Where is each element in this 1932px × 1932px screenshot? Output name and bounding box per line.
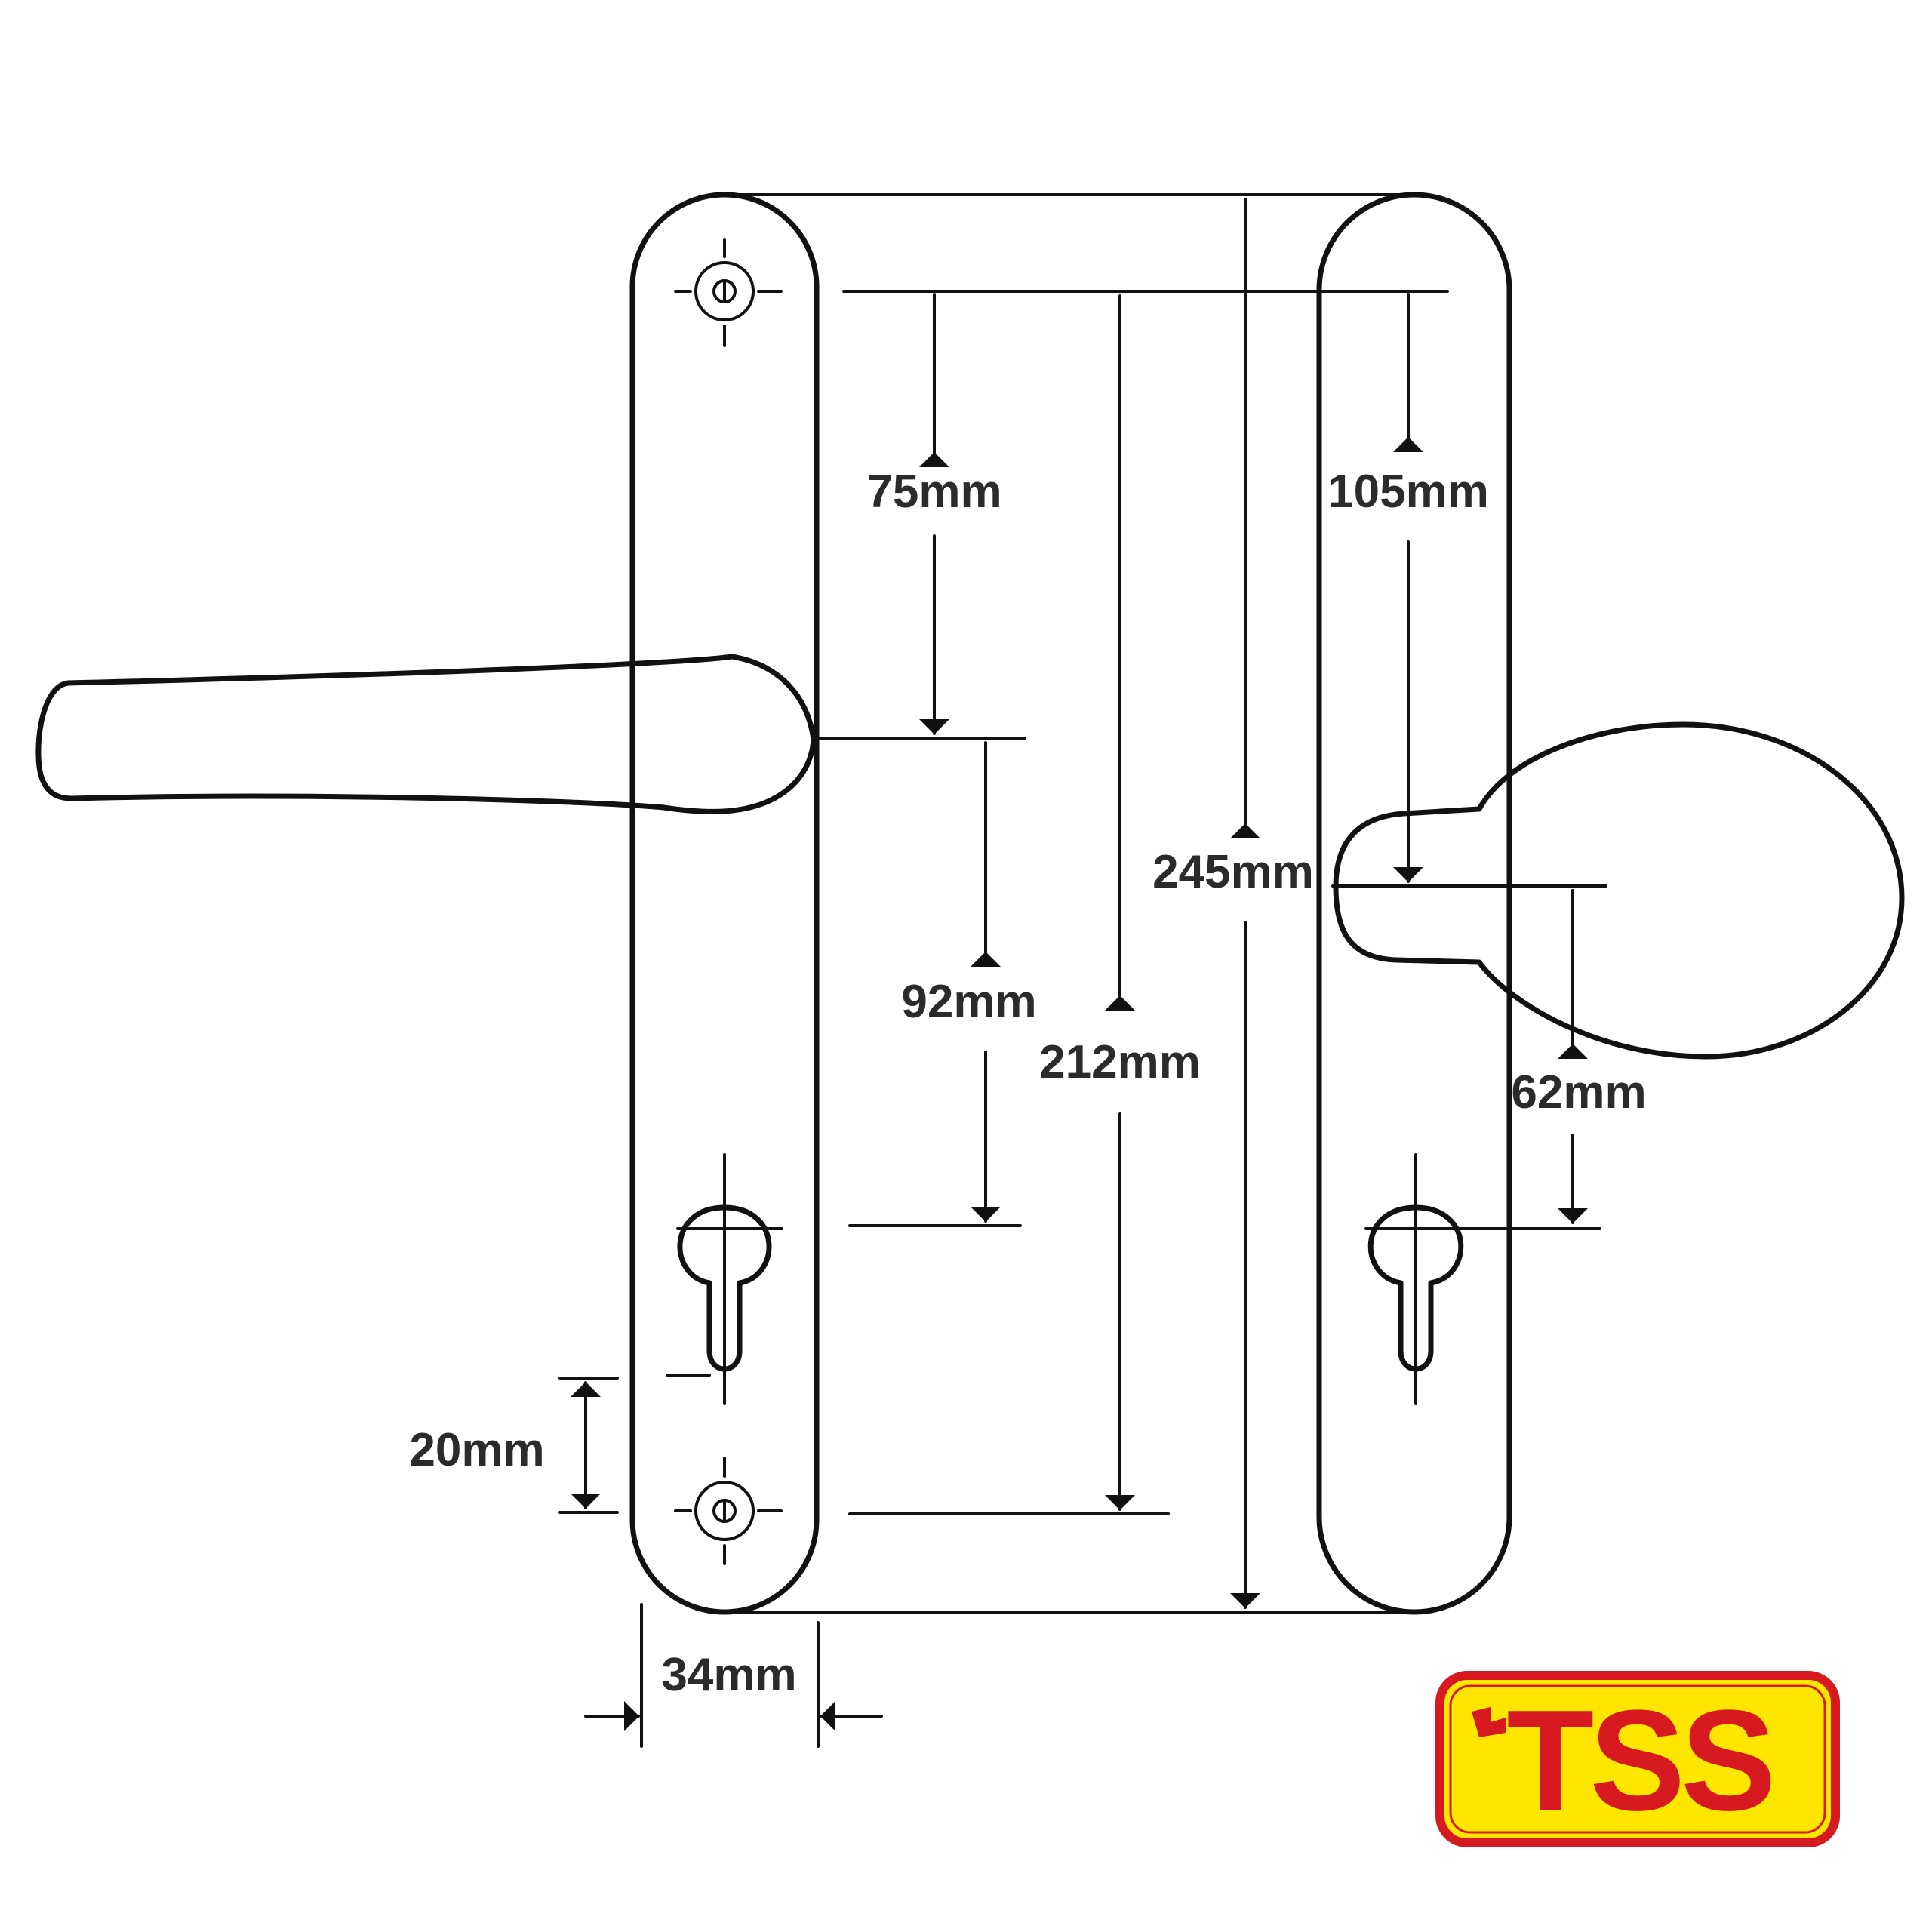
tss-logo-badge: [1435, 1671, 1840, 1847]
dimension-34mm: 34mm: [584, 1649, 883, 1731]
dimension-245mm: 245mm: [1152, 198, 1314, 1609]
dimension-92mm: 92mm: [901, 741, 1037, 1223]
dimension-62mm: 62mm: [1511, 889, 1647, 1224]
dimension-105mm: 105mm: [1327, 293, 1489, 883]
label-92mm: 92mm: [901, 976, 1036, 1028]
bottom-screw-left: [674, 1457, 783, 1565]
pull-knob-handle: [1333, 721, 1905, 1060]
dimension-75mm: 75mm: [866, 293, 1002, 735]
tss-logo-inner-border: [1449, 1684, 1826, 1834]
label-245mm: 245mm: [1152, 846, 1314, 898]
dimension-20mm: 20mm: [409, 1381, 601, 1509]
keyhole-left: [666, 1153, 783, 1405]
label-62mm: 62mm: [1511, 1066, 1646, 1118]
label-20mm: 20mm: [409, 1424, 544, 1476]
tss-logo-text: TSS: [1506, 1681, 1772, 1841]
keyhole-right: [1364, 1153, 1601, 1405]
label-34mm: 34mm: [661, 1649, 796, 1701]
lever-handle: [35, 654, 817, 814]
label-212mm: 212mm: [1039, 1036, 1201, 1088]
label-75mm: 75mm: [866, 466, 1001, 518]
top-screw-left: [674, 238, 783, 347]
key-icon: [1472, 1707, 1506, 1737]
tss-logo: TSS: [1435, 1671, 1840, 1847]
label-105mm: 105mm: [1327, 466, 1489, 518]
dimension-212mm: 212mm: [1039, 294, 1201, 1511]
